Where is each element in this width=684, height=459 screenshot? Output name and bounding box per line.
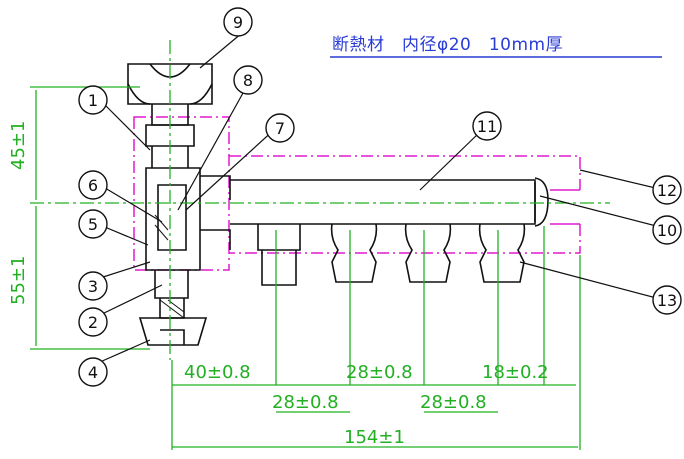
callout-13: 13 <box>652 285 682 315</box>
dimension-lines <box>30 40 610 450</box>
callout-4: 4 <box>78 357 108 387</box>
bottom-nut <box>138 317 208 346</box>
dim-pitch-b: 28±0.8 <box>272 392 339 413</box>
callout-7: 7 <box>265 113 295 143</box>
dim-pitch-c: 28±0.8 <box>420 392 487 413</box>
dim-end-offset: 18±0.2 <box>482 362 549 383</box>
dim-height-bottom: 55±1 <box>8 256 29 305</box>
svg-text:6: 6 <box>88 176 98 195</box>
dim-overall-length: 154±1 <box>344 427 405 448</box>
svg-text:12: 12 <box>657 181 677 200</box>
callout-2: 2 <box>78 307 108 337</box>
section-hatching <box>154 214 185 319</box>
part-number-callouts: 1 2 3 4 5 6 7 8 9 10 11 12 13 <box>78 7 682 387</box>
svg-text:9: 9 <box>233 13 243 32</box>
svg-text:13: 13 <box>657 291 677 310</box>
svg-text:11: 11 <box>477 117 497 136</box>
callout-3: 3 <box>78 271 108 301</box>
header-pipe <box>230 177 549 286</box>
insulation-outline <box>133 116 581 271</box>
svg-text:1: 1 <box>88 91 98 110</box>
insulation-spec-title: 断熱材 内径φ20 10mm厚 <box>332 35 563 55</box>
dim-height-top: 45±1 <box>8 121 29 170</box>
handle-cap <box>127 63 213 105</box>
callout-12: 12 <box>652 175 682 205</box>
leader-lines <box>99 27 665 363</box>
callout-9: 9 <box>223 7 253 37</box>
svg-text:3: 3 <box>88 277 98 296</box>
callout-6: 6 <box>78 170 108 200</box>
callout-1: 1 <box>78 85 108 115</box>
dim-first-pitch: 40±0.8 <box>184 362 251 383</box>
svg-text:8: 8 <box>243 71 253 90</box>
callout-10: 10 <box>652 215 682 245</box>
callout-5: 5 <box>78 209 108 239</box>
valve-body <box>127 63 231 346</box>
svg-text:4: 4 <box>88 363 98 382</box>
svg-text:2: 2 <box>88 313 98 332</box>
callout-8: 8 <box>233 65 263 95</box>
callout-11: 11 <box>472 111 502 141</box>
svg-text:5: 5 <box>88 215 98 234</box>
dim-pitch-a: 28±0.8 <box>346 362 413 383</box>
svg-text:7: 7 <box>275 119 285 138</box>
svg-text:10: 10 <box>657 221 677 240</box>
